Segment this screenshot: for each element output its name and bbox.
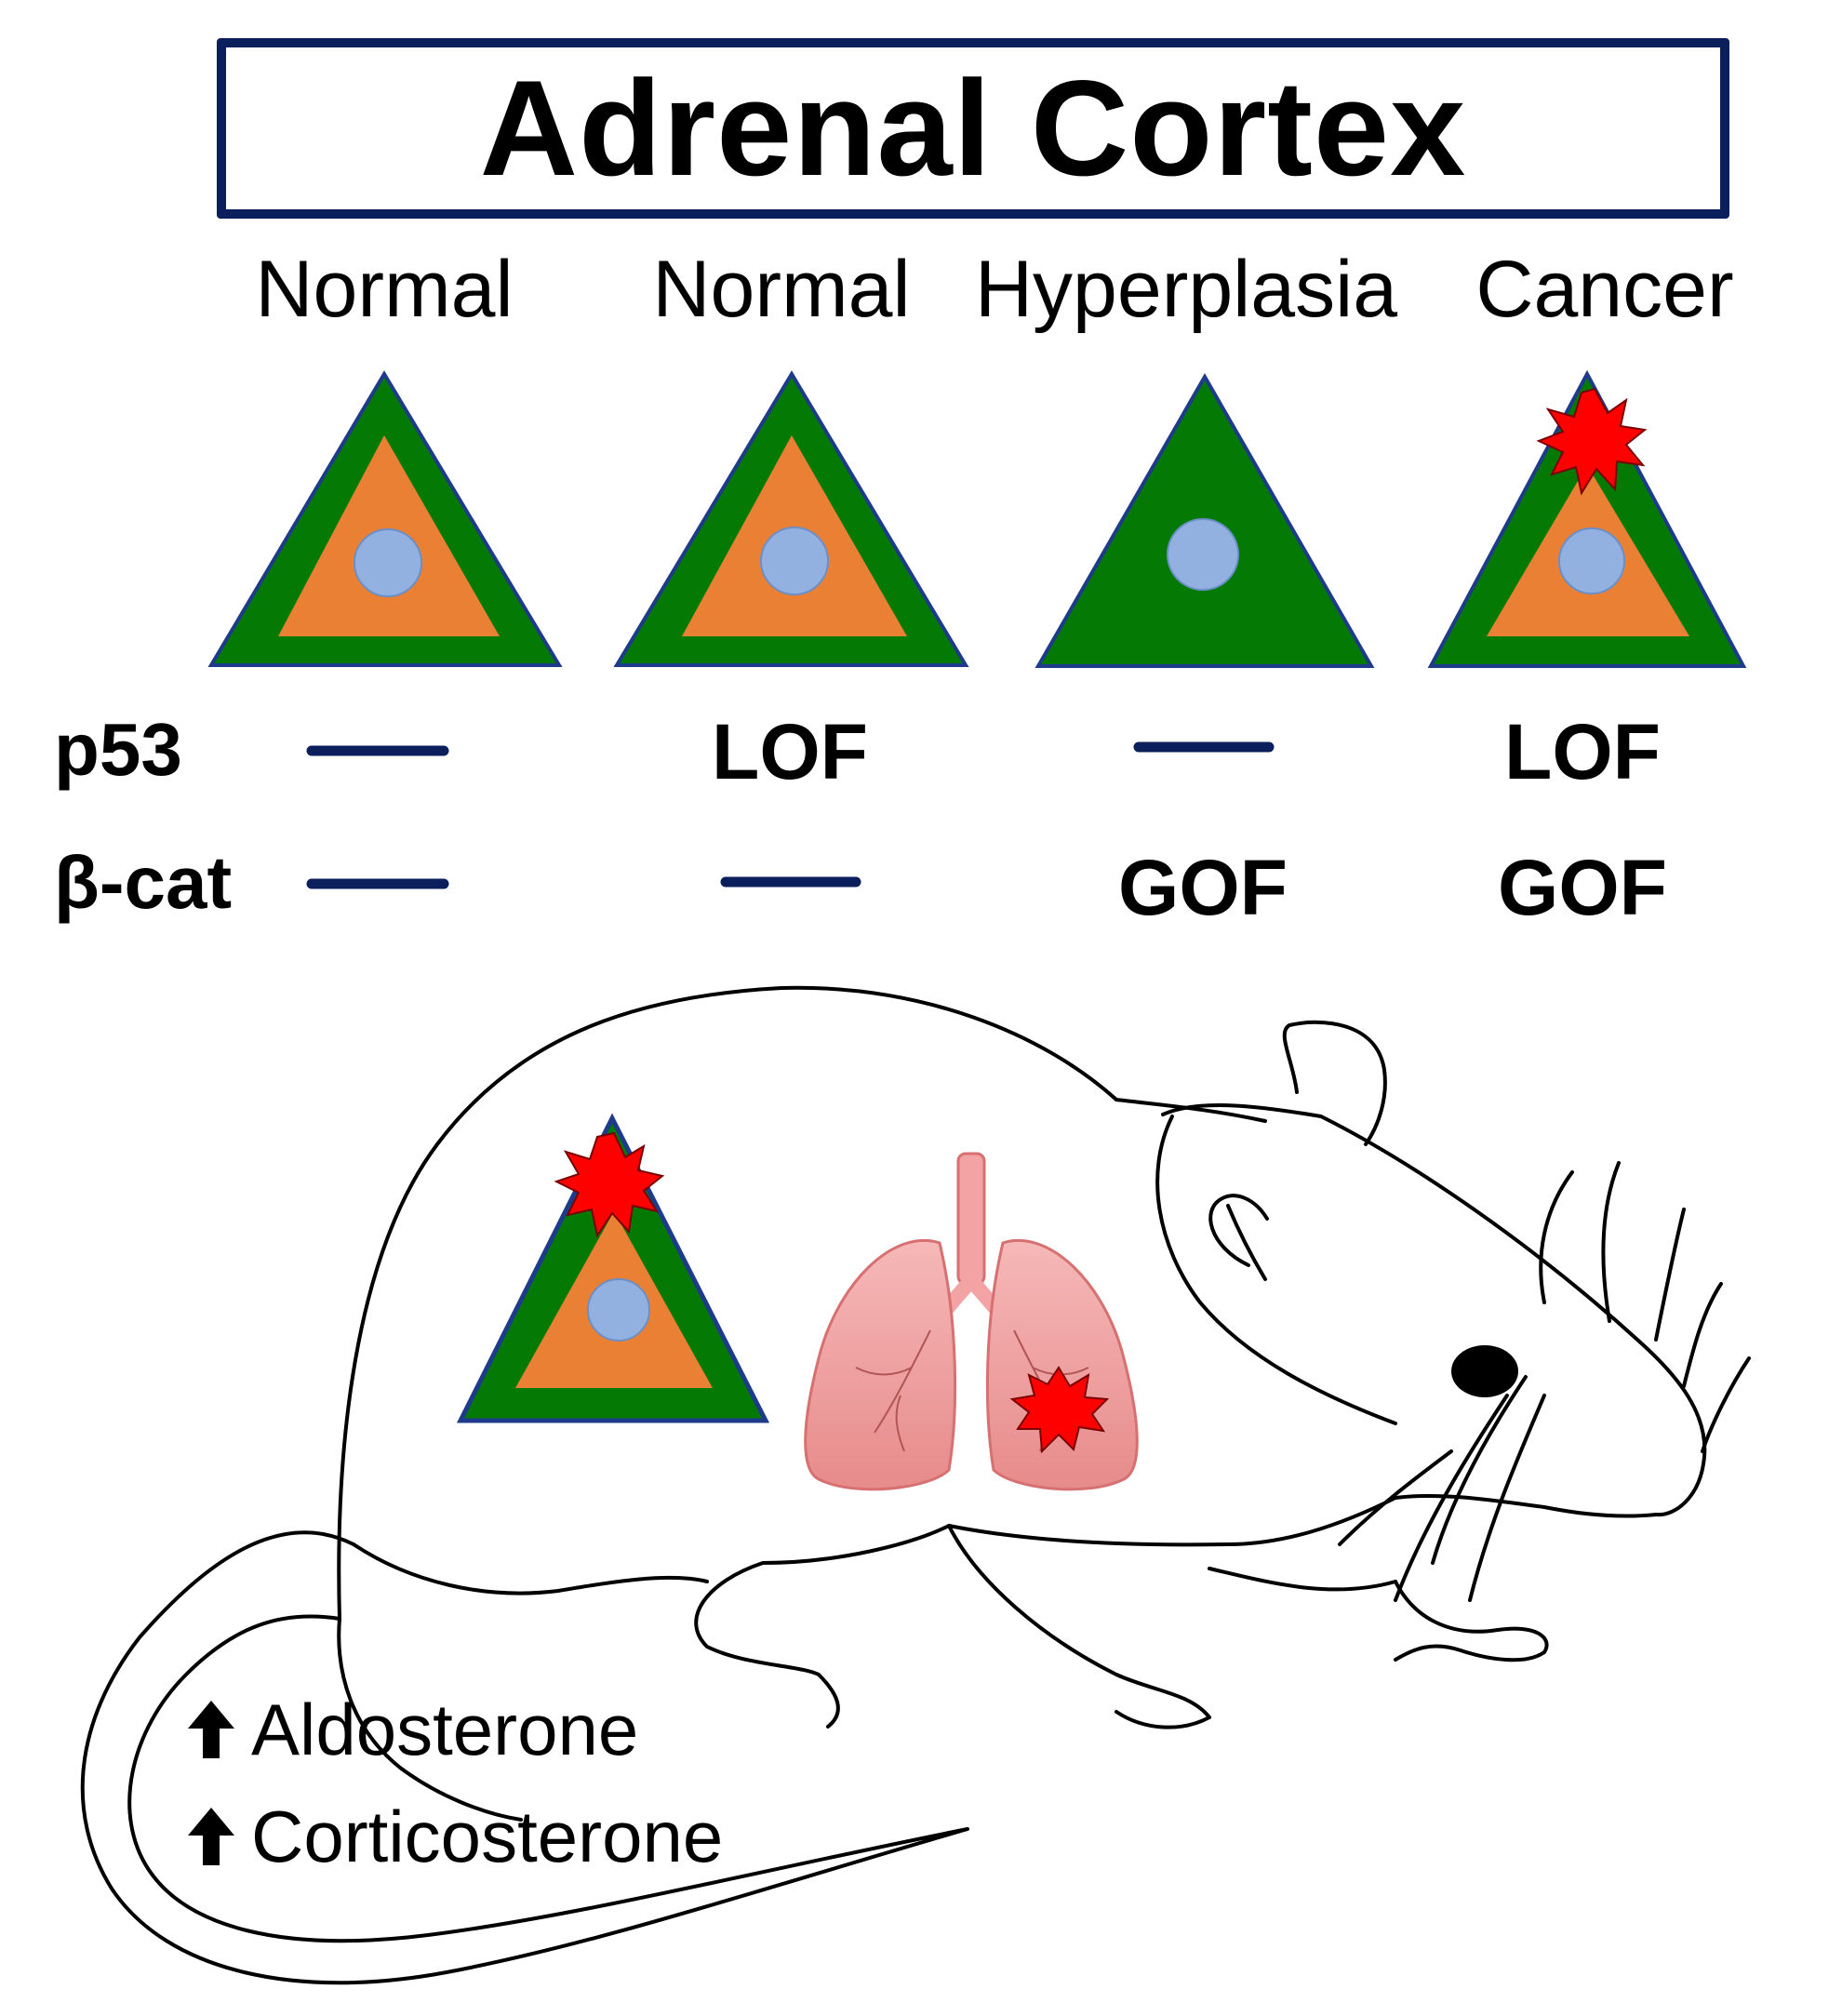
lungs-icon <box>804 1152 1139 1491</box>
bcat-status-stage-3: GOF <box>1118 844 1288 931</box>
bcat-status-stage-4: GOF <box>1498 844 1667 931</box>
hormone-label-aldosterone: Aldosterone <box>251 1689 639 1770</box>
cell-stage-4 <box>1427 369 1747 668</box>
stage-label-1: Normal <box>255 245 514 334</box>
tumor-burst-stage-4 <box>1536 387 1648 496</box>
nucleus-stage-4 <box>1558 527 1625 594</box>
title: Adrenal Cortex <box>479 52 1467 204</box>
tumor-burst-lung <box>1009 1366 1110 1454</box>
stage-label-4: Cancer <box>1475 245 1734 334</box>
stage-label-2: Normal <box>652 245 911 334</box>
p53-status-stage-4: LOF <box>1504 708 1661 795</box>
hormone-label-corticosterone: Corticosterone <box>251 1796 724 1877</box>
mouse-cell-nucleus <box>587 1278 650 1342</box>
p53-row-label: p53 <box>54 708 182 791</box>
arrow-up-icon <box>182 1804 240 1869</box>
title-box: Adrenal Cortex <box>217 38 1729 219</box>
p53-status-stage-2: LOF <box>712 708 868 795</box>
tumor-burst-mouse-cell <box>554 1131 665 1238</box>
bcat-row-label: β-cat <box>54 841 233 924</box>
nucleus-stage-1 <box>354 528 422 597</box>
hormone-item-aldosterone: Aldosterone <box>182 1693 638 1766</box>
arrow-up-icon <box>182 1697 240 1762</box>
mouse-adrenal-tumor-cell <box>456 1113 770 1423</box>
cell-stage-2 <box>613 370 969 667</box>
hormone-item-corticosterone: Corticosterone <box>182 1800 723 1873</box>
mouse-illustration <box>80 985 1751 1985</box>
cell-stage-1 <box>207 370 563 667</box>
cell-stage-3 <box>1034 372 1375 668</box>
nucleus-stage-3 <box>1167 518 1239 591</box>
stage-label-3: Hyperplasia <box>974 245 1398 334</box>
mouse-eye <box>1451 1345 1518 1397</box>
nucleus-stage-2 <box>760 527 829 595</box>
